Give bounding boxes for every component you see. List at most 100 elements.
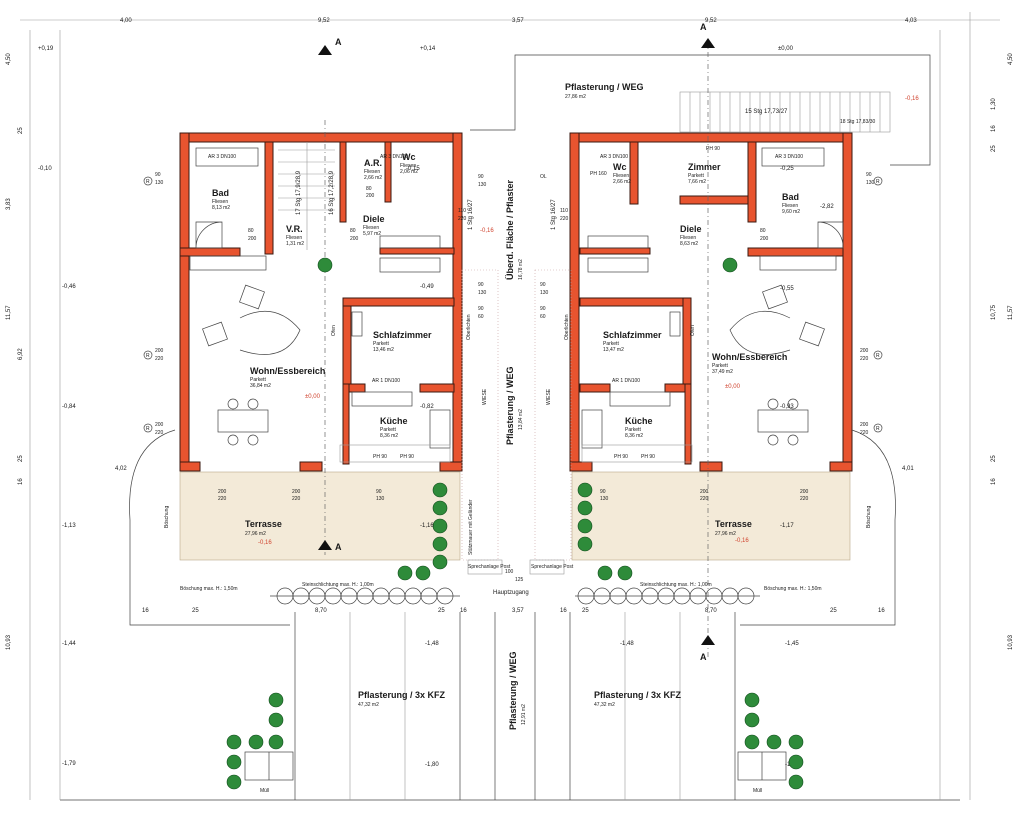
bin-label: Müll — [260, 788, 269, 794]
room-area: 2,06 m2 — [400, 169, 418, 175]
dim-label: 16 — [460, 608, 467, 614]
dim-label: 8,70 — [315, 608, 327, 614]
room-floor: Fliesen — [363, 225, 379, 231]
room-area: 27,96 m2 — [715, 531, 736, 537]
skylight-label: Oberlichten — [564, 314, 570, 340]
oven-label: Ofen — [331, 325, 337, 336]
window-label: PH 90 — [614, 454, 628, 460]
drain-label: AR 1 DN100 — [612, 378, 640, 384]
room-floor: Fliesen — [212, 199, 228, 205]
window-size: 220 — [155, 430, 164, 436]
dim-label: 10,93 — [6, 634, 12, 650]
window-size: 110 — [560, 208, 568, 214]
stairs-label: 17 Stg 17,9/28,9 — [296, 170, 302, 215]
room-name: Wc — [613, 162, 627, 172]
covered-area-label: Überd. Fläche / Pflaster — [505, 179, 515, 280]
window-size: 130 — [155, 180, 164, 186]
level-label: ±0,00 — [725, 384, 741, 390]
level-label: -1,80 — [425, 762, 439, 768]
left-side-dimensions: 4,50 25 3,83 11,57 6,92 25 16 10,93 — [6, 53, 24, 650]
window-size: 200 — [218, 489, 227, 495]
level-label: -1,44 — [62, 641, 76, 647]
walkway-label: Pflasterung / WEG — [508, 651, 518, 730]
window-size: 220 — [800, 496, 809, 502]
room-name: Bad — [212, 188, 229, 198]
section-label: A — [335, 542, 342, 552]
section-arrow-icon — [701, 635, 715, 645]
stairs-label: 18 Stg 17,83/30 — [840, 119, 876, 125]
window-label: PH 90 — [373, 454, 387, 460]
level-label: -0,93 — [780, 404, 794, 410]
window-tag: R — [876, 426, 880, 432]
dining-table — [217, 409, 269, 433]
window-size: 220 — [155, 356, 164, 362]
level-label: -0,16 — [735, 538, 749, 544]
room-area: 8,36 m2 — [380, 433, 398, 439]
landscaping: Böschung max. H.: 1,50m Steinschlichtung… — [129, 429, 896, 626]
room-floor: Fliesen — [680, 235, 696, 241]
window-size: 200 — [248, 236, 257, 242]
level-label: -0,25 — [780, 166, 794, 172]
level-label: -0,16 — [905, 96, 919, 102]
room-area: 13,46 m2 — [373, 347, 394, 353]
room-floor: Parkett — [250, 377, 266, 383]
stairs-label: 1 Stg 16/27 — [468, 199, 474, 230]
room-name: Küche — [380, 416, 408, 426]
level-label: -1,48 — [620, 641, 634, 647]
stairs-label: 16 Stg 17,2/28,9 — [329, 170, 335, 215]
stone-wall-label: Steinschlichtung max. H.: 1,00m — [302, 582, 374, 588]
terrace-right — [571, 471, 851, 561]
window-size: 130 — [600, 496, 609, 502]
window-label: PH 90 — [641, 454, 655, 460]
window-tag: R — [146, 426, 150, 432]
stairs-label: 15 Stg 17,73/27 — [745, 109, 788, 115]
dim-label: 8,70 — [705, 608, 717, 614]
room-floor: Fliesen — [364, 169, 380, 175]
top-walkway: Pflasterung / WEG 27,86 m2 15 Stg 17,73/… — [470, 54, 931, 166]
window-size: 220 — [292, 496, 301, 502]
right-house: AR 3 DN100 AR 3 DN100 — [569, 40, 853, 660]
dim-label: 10,75 — [991, 304, 997, 320]
window-label: PH 90 — [706, 146, 720, 152]
window-size: 90 — [540, 282, 546, 288]
window-size: 200 — [155, 348, 164, 354]
walkway-label: Pflasterung / WEG — [565, 82, 644, 92]
level-label: -0,16 — [258, 540, 272, 546]
window-size: 90 — [155, 172, 161, 178]
dim-label: 4,50 — [1008, 53, 1014, 65]
room-area: 8,63 m2 — [680, 241, 698, 247]
room-name: V.R. — [286, 224, 303, 234]
room-floor: Fliesen — [286, 235, 302, 241]
window-size: 200 — [292, 489, 301, 495]
dim-label: 25 — [192, 608, 199, 614]
covered-area-size: 16,78 m2 — [518, 259, 524, 280]
room-floor: Fliesen — [400, 163, 416, 169]
window-size: 200 — [760, 236, 769, 242]
window-size: 200 — [366, 193, 375, 199]
shower — [195, 221, 223, 249]
terrace-left — [179, 471, 461, 561]
room-name: Schlafzimmer — [373, 330, 432, 340]
room-floor: Parkett — [712, 363, 728, 369]
central-walkway: Überd. Fläche / Pflaster 16,78 m2 Pflast… — [461, 179, 574, 596]
dim-label: 100 — [505, 569, 514, 575]
window-size: 220 — [458, 216, 467, 222]
dim-label: 25 — [438, 608, 445, 614]
window-size: 90 — [478, 174, 484, 180]
oven-label: Ofen — [690, 325, 696, 336]
window-size: 200 — [700, 489, 709, 495]
room-name: Schlafzimmer — [603, 330, 662, 340]
dim-label: 16 — [560, 608, 567, 614]
dim-label: 3,57 — [512, 608, 524, 614]
room-area: 7,66 m2 — [688, 179, 706, 185]
level-label: -0,15 — [406, 166, 420, 172]
left-room-labels: Bad Fliesen 8,13 m2 A.R. Fliesen 2,66 m2… — [212, 152, 472, 546]
room-floor: Parkett — [373, 341, 389, 347]
walkway-label: Pflasterung / WEG — [505, 366, 515, 445]
lawn-label: WIESE — [482, 388, 488, 405]
section-label: A — [335, 37, 342, 47]
window-size: 130 — [540, 290, 549, 296]
left-house: AR 3 DN100 AR 3 DN100 17 Stg 17,9/28,9 1… — [179, 120, 463, 555]
window-size: 90 — [478, 306, 484, 312]
room-name: Zimmer — [688, 162, 721, 172]
